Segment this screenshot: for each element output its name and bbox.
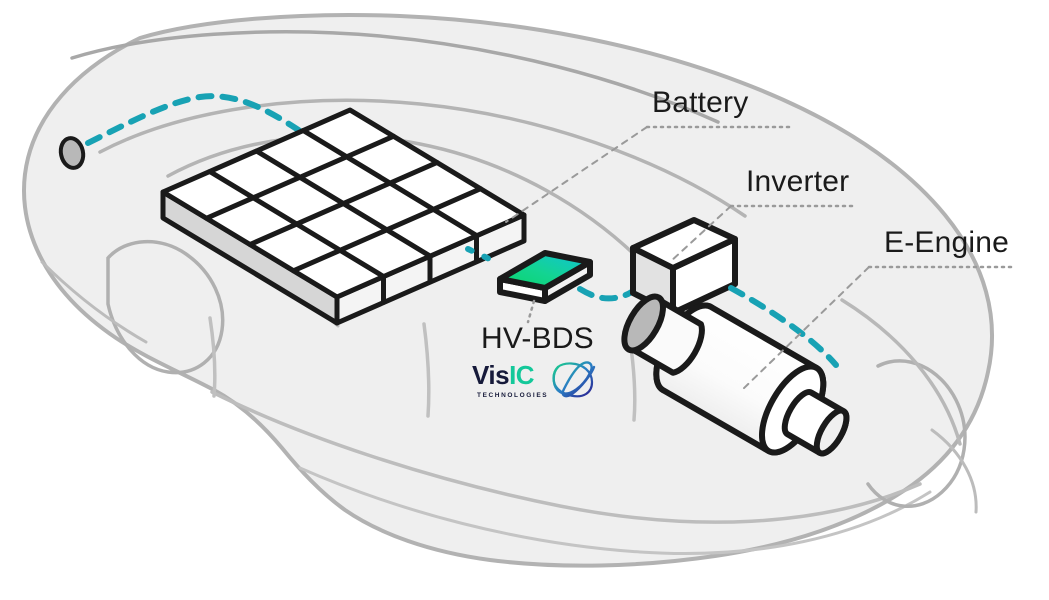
- battery-pack[interactable]: [160, 107, 527, 326]
- label-inverter: Inverter: [746, 165, 850, 198]
- front-bumper-line: [40, 260, 148, 344]
- label-hv-bds: HV-BDS: [481, 322, 594, 355]
- body-seam-2: [422, 322, 431, 418]
- battery-front-seams: [381, 233, 479, 305]
- cable-inverter-to-engine: [728, 285, 839, 368]
- hv-bds-chip[interactable]: [497, 250, 593, 304]
- visic-wordmark-vis: Vis: [472, 360, 510, 390]
- leader-lines: [505, 125, 1014, 392]
- label-battery: Battery: [652, 86, 749, 119]
- leader-battery-diagonal: [505, 126, 648, 223]
- battery-cell-grid: [204, 128, 483, 279]
- e-engine-motor[interactable]: [608, 275, 865, 479]
- visic-logo: VisIC TECHNOLOGIES: [472, 360, 600, 408]
- windshield-arc: [166, 134, 650, 270]
- visic-wordmark: VisIC: [472, 360, 535, 390]
- leader-eengine-diagonal: [740, 266, 870, 392]
- hood-line: [98, 98, 747, 218]
- infinity-mark-icon: [552, 361, 596, 398]
- inverter-top-face: [630, 217, 738, 271]
- visic-tagline: TECHNOLOGIES: [477, 392, 549, 399]
- charging-port[interactable]: [58, 136, 86, 170]
- chip-top-face: [497, 250, 593, 291]
- visic-wordmark-ic: IC: [509, 360, 535, 390]
- lower-body-sweep: [298, 466, 932, 555]
- motor-shaft-cap: [813, 407, 850, 457]
- front-wheel-arch: [106, 240, 225, 375]
- cable-port-to-battery: [85, 93, 351, 167]
- roof-crease-line: [70, 30, 720, 124]
- label-e-engine: E-Engine: [884, 226, 1010, 259]
- rocker-panel-line: [210, 390, 922, 524]
- cable-battery-to-hvbds: [465, 246, 503, 267]
- charging-port-ellipse[interactable]: [58, 136, 86, 170]
- leader-inverter-diagonal: [669, 205, 732, 263]
- rear-quarter-contour: [840, 298, 962, 446]
- body-seam-1: [208, 316, 217, 398]
- rear-bumper-crease: [930, 428, 978, 514]
- motor-rear-hub-cap: [621, 293, 666, 354]
